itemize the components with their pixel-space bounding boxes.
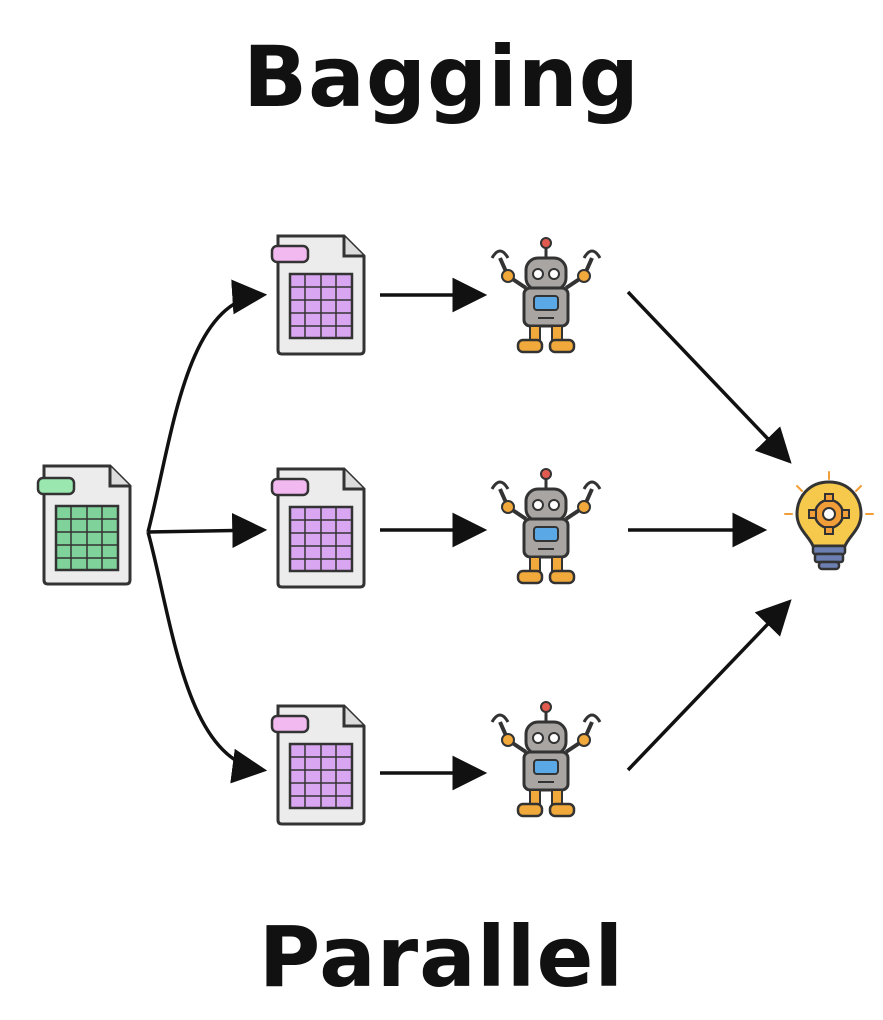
branch-arrow-middle xyxy=(147,513,268,549)
diagram-subtitle: Parallel xyxy=(258,908,625,1006)
bootstrap-sample-top-spreadsheet-icon xyxy=(270,234,366,356)
diagram-title: Bagging xyxy=(243,28,640,126)
bootstrap-sample-middle-spreadsheet-icon xyxy=(270,467,366,589)
prediction-lightbulb-gear-icon xyxy=(784,471,874,571)
aggregate-arrow-bottom xyxy=(626,599,792,772)
branch-arrow-bottom xyxy=(146,531,268,784)
full-dataset-spreadsheet-icon xyxy=(36,464,132,586)
aggregate-arrow-top xyxy=(626,290,792,464)
model-bottom-robot-icon xyxy=(490,700,602,818)
branch-arrow-top xyxy=(146,279,268,533)
bootstrap-sample-bottom-spreadsheet-icon xyxy=(270,704,366,826)
model-top-robot-icon xyxy=(490,236,602,354)
model-middle-robot-icon xyxy=(490,467,602,585)
